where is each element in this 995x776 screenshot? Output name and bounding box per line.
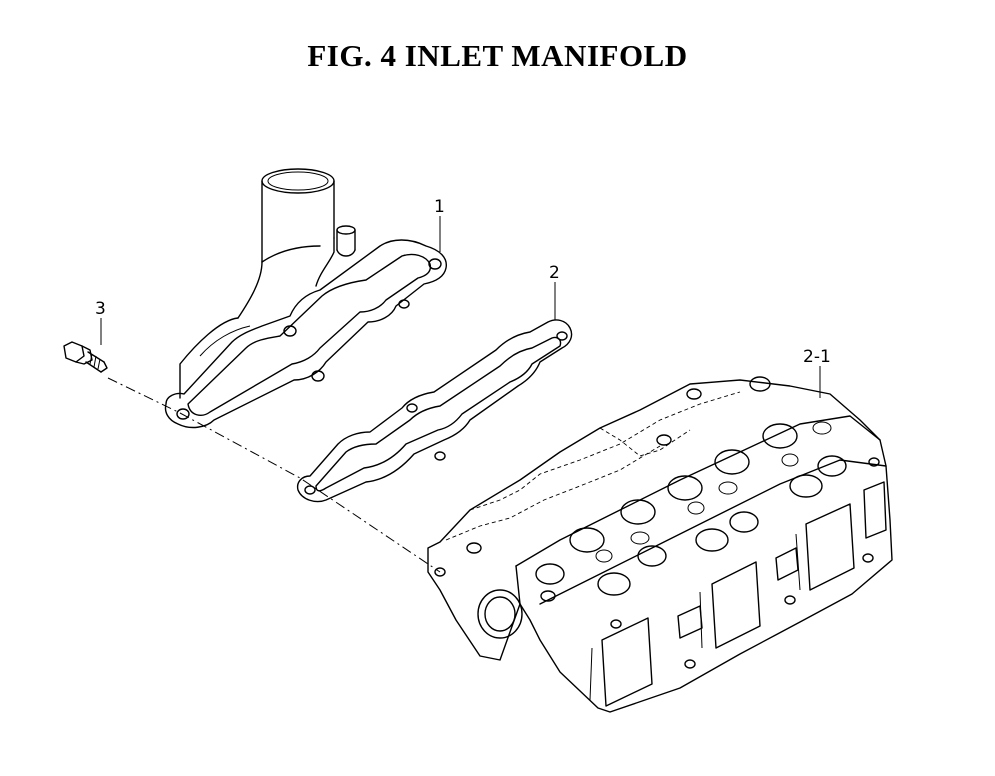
callout-cylinder-head: 2-1 [803, 347, 831, 367]
figure-title: FIG. 4 INLET MANIFOLD [307, 38, 688, 73]
callout-manifold: 1 [434, 197, 445, 217]
cylinder-head-part [427, 376, 893, 713]
callout-bolt: 3 [95, 299, 106, 319]
bolt-part [63, 341, 108, 373]
callout-gasket: 2 [549, 263, 560, 283]
inlet-manifold-part [164, 168, 447, 429]
gasket-part [296, 319, 573, 503]
assembly-centerline [107, 377, 441, 573]
